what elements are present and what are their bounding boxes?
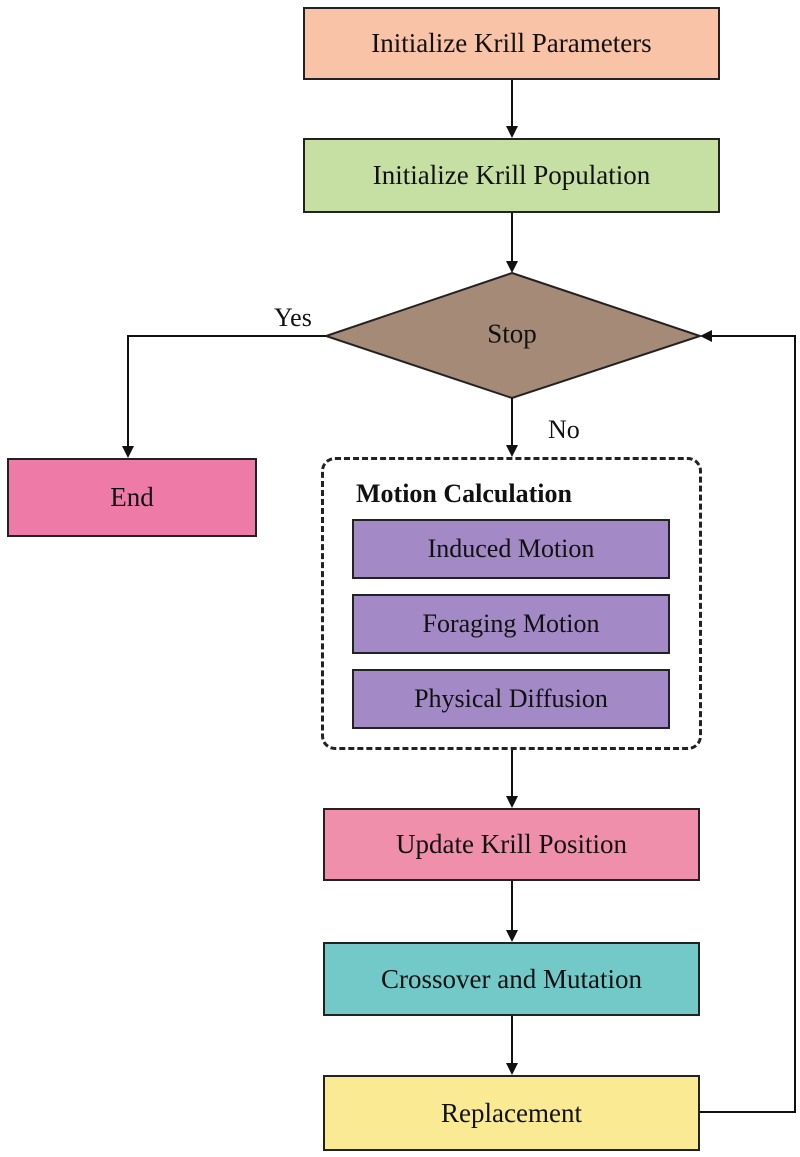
replacement-label: Replacement: [441, 1097, 582, 1128]
physical-diffusion-box: Physical Diffusion: [352, 669, 670, 729]
arrow-replacement-loop-to-stop: [700, 330, 796, 1113]
init-population-label: Initialize Krill Population: [372, 160, 651, 190]
physical-diffusion-label: Physical Diffusion: [414, 684, 608, 713]
stop-label: Stop: [487, 318, 537, 349]
yes-label: Yes: [274, 303, 312, 332]
init-params-label: Initialize Krill Parameters: [371, 28, 652, 58]
arrow-stop-to-end: [122, 335, 326, 458]
crossover-label: Crossover and Mutation: [381, 963, 642, 994]
no-label: No: [548, 415, 580, 444]
crossover-box: Crossover and Mutation: [323, 942, 700, 1016]
end-box: End: [7, 458, 257, 537]
foraging-motion-label: Foraging Motion: [422, 609, 600, 638]
motion-calculation-group: [321, 457, 702, 750]
init-params-box: Initialize Krill Parameters: [303, 7, 720, 80]
update-position-label: Update Krill Position: [396, 829, 627, 859]
motion-calculation-title: Motion Calculation: [356, 479, 572, 508]
update-position-box: Update Krill Position: [323, 808, 700, 881]
foraging-motion-box: Foraging Motion: [352, 594, 670, 654]
induced-motion-box: Induced Motion: [352, 519, 670, 579]
replacement-box: Replacement: [323, 1075, 700, 1151]
induced-motion-label: Induced Motion: [427, 534, 595, 563]
end-label: End: [110, 482, 154, 512]
init-population-box: Initialize Krill Population: [303, 138, 720, 213]
